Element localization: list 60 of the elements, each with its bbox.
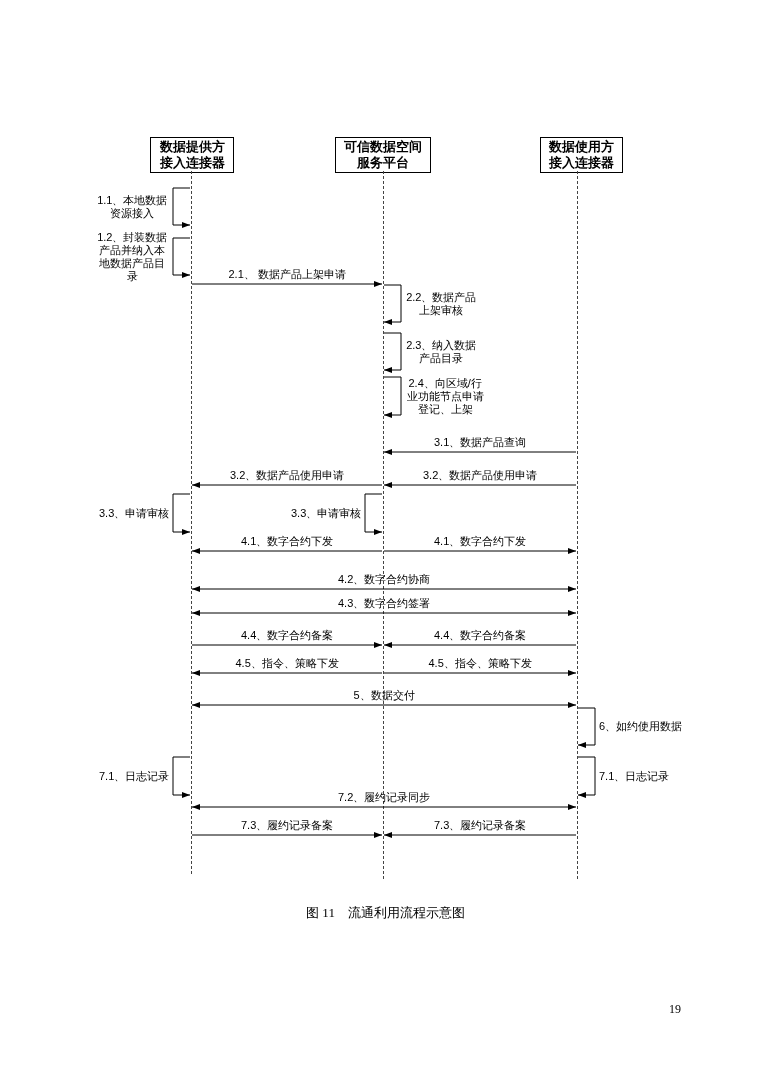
- edge-label: 4.4、数字合约备案: [241, 628, 334, 642]
- message-arrow: [191, 670, 383, 676]
- edge-label: 1.2、封装数据产品并纳入本地数据产品目录: [96, 230, 169, 283]
- edge-label: 2.1、 数据产品上架申请: [228, 267, 346, 281]
- edge-label: 7.3、履约记录备案: [434, 818, 527, 832]
- message-arrow: [191, 832, 383, 838]
- message-arrow: [383, 482, 577, 488]
- edge-label: 3.2、数据产品使用申请: [230, 468, 345, 482]
- edge-label: 4.2、数字合约协商: [338, 572, 431, 586]
- edge-label: 7.1、日志记录: [599, 769, 670, 783]
- edge-label: 3.3、申请审核: [99, 506, 170, 520]
- self-message-arrow: [364, 493, 383, 535]
- edge-label: 2.4、向区域/行业功能节点申请登记、上架: [405, 376, 485, 416]
- self-message-arrow: [577, 756, 596, 798]
- edge-label: 1.1、本地数据资源接入: [96, 193, 169, 220]
- self-message-arrow: [172, 237, 191, 278]
- lifeline: [383, 171, 384, 879]
- edge-label: 3.3、申请审核: [291, 506, 362, 520]
- message-arrow: [383, 670, 577, 676]
- self-message-arrow: [172, 493, 191, 535]
- figure-caption: 图 11 流通利用流程示意图: [305, 904, 466, 922]
- lifeline: [577, 171, 578, 879]
- message-arrow: [191, 610, 577, 616]
- message-arrow: [383, 832, 577, 838]
- edge-label: 7.3、履约记录备案: [241, 818, 334, 832]
- self-message-arrow: [172, 187, 191, 228]
- self-message-arrow: [383, 284, 402, 325]
- edge-label: 3.2、数据产品使用申请: [423, 468, 538, 482]
- self-message-arrow: [577, 707, 596, 748]
- edge-label: 4.5、指令、策略下发: [235, 656, 339, 670]
- message-arrow: [191, 281, 383, 287]
- edge-label: 4.4、数字合约备案: [434, 628, 527, 642]
- page-number: 19: [669, 1002, 681, 1017]
- lifeline: [191, 171, 192, 874]
- edge-label: 3.1、数据产品查询: [434, 435, 527, 449]
- message-arrow: [191, 548, 383, 554]
- edge-label: 6、如约使用数据: [599, 720, 683, 733]
- edge-label: 7.1、日志记录: [99, 769, 170, 783]
- edge-label: 4.1、数字合约下发: [434, 534, 527, 548]
- message-arrow: [191, 804, 577, 810]
- participant-box: 数据使用方接入连接器: [540, 137, 623, 173]
- edge-label: 2.3、纳入数据产品目录: [405, 338, 478, 365]
- edge-label: 4.5、指令、策略下发: [428, 656, 532, 670]
- edge-label: 4.3、数字合约签署: [338, 596, 431, 610]
- message-arrow: [191, 702, 577, 708]
- message-arrow: [383, 642, 577, 648]
- edge-label: 2.2、数据产品上架审核: [405, 290, 478, 317]
- edge-label: 4.1、数字合约下发: [241, 534, 334, 548]
- self-message-arrow: [383, 376, 402, 418]
- self-message-arrow: [172, 756, 191, 798]
- message-arrow: [191, 642, 383, 648]
- message-arrow: [383, 548, 577, 554]
- message-arrow: [383, 449, 577, 455]
- message-arrow: [191, 586, 577, 592]
- participant-box: 数据提供方接入连接器: [150, 137, 234, 173]
- self-message-arrow: [383, 332, 402, 373]
- edge-label: 5、数据交付: [353, 688, 415, 702]
- message-arrow: [191, 482, 383, 488]
- participant-box: 可信数据空间服务平台: [335, 137, 431, 173]
- edge-label: 7.2、履约记录同步: [338, 790, 431, 804]
